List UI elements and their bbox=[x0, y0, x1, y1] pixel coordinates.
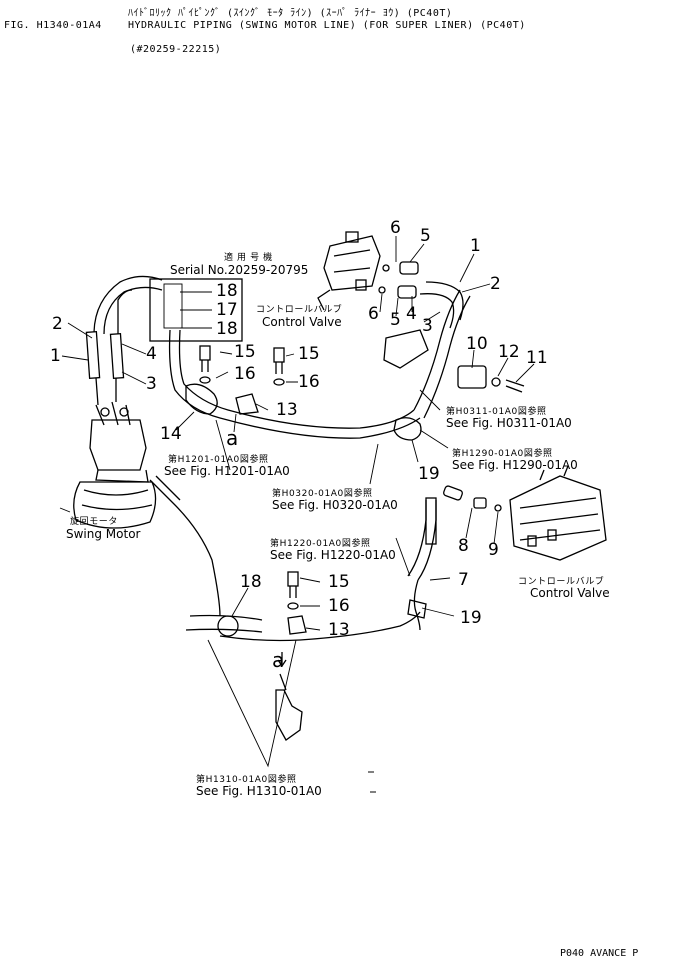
swing-motor-en: Swing Motor bbox=[66, 527, 141, 541]
callout-3-top: 3 bbox=[422, 316, 433, 336]
top-control-valve-drawing bbox=[317, 231, 381, 311]
serial-applicability-jp: 適 用 号 機 bbox=[224, 253, 273, 263]
callout-16-upper-right: 16 bbox=[298, 372, 320, 392]
control-valve-top-en: Control Valve bbox=[262, 315, 342, 329]
ref-h0311-en: See Fig. H0311-01A0 bbox=[446, 416, 572, 430]
detail-bracket-a bbox=[275, 652, 303, 741]
ref-h1220-jp: 第H1220-01A0図参照 bbox=[270, 539, 371, 549]
ref-h1310-en: See Fig. H1310-01A0 bbox=[196, 784, 322, 798]
callout-9: 9 bbox=[488, 540, 499, 560]
top-valve-hoses bbox=[378, 261, 464, 329]
callout-4-motor: 4 bbox=[146, 344, 157, 364]
callout-1-top: 1 bbox=[470, 236, 481, 256]
control-valve-right-en: Control Valve bbox=[530, 586, 610, 600]
callout-14: 14 bbox=[160, 424, 182, 444]
callout-15-lower: 15 bbox=[328, 572, 350, 592]
callout-16-lower: 16 bbox=[328, 596, 350, 616]
ref-h1290-jp: 第H1290-01A0図参照 bbox=[452, 449, 553, 459]
ref-h1310-jp: 第H1310-01A0図参照 bbox=[196, 775, 297, 785]
callout-12: 12 bbox=[498, 342, 520, 362]
callout-15-upper-right: 15 bbox=[298, 344, 320, 364]
callout-5-lower: 5 bbox=[390, 310, 401, 330]
ref-h1290-en: See Fig. H1290-01A0 bbox=[452, 458, 578, 472]
right-control-valve-drawing bbox=[509, 465, 607, 561]
detail-marker-a-upper: a bbox=[226, 426, 239, 450]
callout-8: 8 bbox=[458, 536, 469, 556]
ref-h0320-jp: 第H0320-01A0図参照 bbox=[272, 489, 373, 499]
detail-marker-a-lower: a bbox=[272, 648, 285, 672]
callout-11: 11 bbox=[526, 348, 548, 368]
callout-13-upper: 13 bbox=[276, 400, 298, 420]
figure-number: FIG. H1340-01A4 bbox=[4, 20, 102, 31]
callout-18-serial-upper: 18 bbox=[216, 281, 238, 301]
callout-7: 7 bbox=[458, 570, 469, 590]
leader-lines bbox=[59, 236, 535, 793]
ref-h0311-jp: 第H0311-01A0図参照 bbox=[446, 407, 547, 417]
serial-range: (#20259-22215) bbox=[130, 44, 222, 55]
motor-hoses bbox=[85, 275, 163, 406]
right-line-pipe bbox=[407, 485, 502, 631]
callout-13-lower: 13 bbox=[328, 620, 350, 640]
callout-18-lower: 18 bbox=[240, 572, 262, 592]
callout-18-serial-lower: 18 bbox=[216, 319, 238, 339]
ref-h0320-en: See Fig. H0320-01A0 bbox=[272, 498, 398, 512]
control-valve-right-jp: コントロールバルブ bbox=[518, 577, 605, 587]
swing-motor-drawing bbox=[73, 401, 157, 529]
lower-hose-loop bbox=[149, 475, 427, 642]
serial-applicability-en: Serial No.20259-20795 bbox=[170, 263, 309, 277]
swing-motor-jp: 旋回モータ bbox=[70, 517, 119, 527]
header-japanese-title: ﾊｲﾄﾞﾛﾘｯｸ ﾊﾟｲﾋﾟﾝｸﾞ (ｽｲﾝｸﾞ ﾓｰﾀ ﾗｲﾝ) (ｽｰﾊﾟ … bbox=[128, 8, 453, 19]
callout-10: 10 bbox=[466, 334, 488, 354]
upper-clamp-parts bbox=[185, 345, 422, 441]
callout-16-upper-left: 16 bbox=[234, 364, 256, 384]
callout-6-lower: 6 bbox=[368, 304, 379, 324]
ref-h1220-en: See Fig. H1220-01A0 bbox=[270, 548, 396, 562]
callout-2-top: 2 bbox=[490, 274, 501, 294]
callout-2-motor: 2 bbox=[52, 314, 63, 334]
callout-6-upper: 6 bbox=[390, 218, 401, 238]
ref-h1201-jp: 第H1201-01A0図参照 bbox=[168, 455, 269, 465]
footer-partial-code: P040 AVANCE P bbox=[560, 948, 639, 959]
ref-h1201-en: See Fig. H1201-01A0 bbox=[164, 464, 290, 478]
callout-4-top: 4 bbox=[406, 304, 417, 324]
callout-19-lower: 19 bbox=[460, 608, 482, 628]
control-valve-top-jp: コントロールバルブ bbox=[256, 305, 343, 315]
lower-clamp-parts bbox=[287, 571, 307, 635]
callout-5-upper: 5 bbox=[420, 226, 431, 246]
callout-3-motor: 3 bbox=[146, 374, 157, 394]
header-english-title: HYDRAULIC PIPING (SWING MOTOR LINE) (FOR… bbox=[128, 20, 526, 31]
callout-1-motor: 1 bbox=[50, 346, 61, 366]
callout-15-upper-left: 15 bbox=[234, 342, 256, 362]
serial-box-frame bbox=[149, 278, 243, 342]
callout-19-upper: 19 bbox=[418, 464, 440, 484]
callout-17-serial: 17 bbox=[216, 300, 238, 320]
